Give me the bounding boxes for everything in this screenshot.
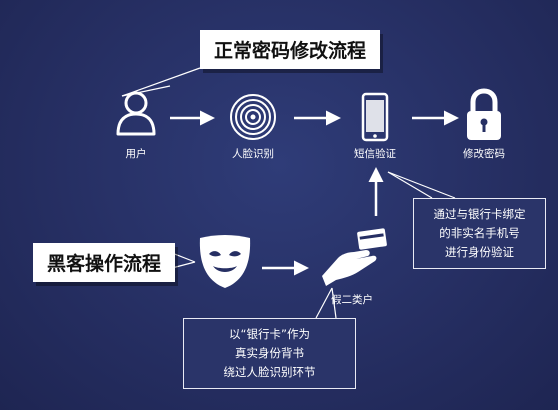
hacker-flow-title: 黑客操作流程 <box>33 243 176 282</box>
note-line: 以“银行卡”作为 <box>229 327 310 341</box>
note-bank-card-binding: 通过与银行卡绑定 的非实名手机号 进行身份验证 <box>413 198 546 269</box>
smartphone-icon <box>361 92 389 144</box>
node-label-face-recognition: 人脸识别 <box>232 148 274 160</box>
hand-card-icon <box>318 224 390 288</box>
node-label-change-password: 修改密码 <box>463 148 505 160</box>
fingerprint-icon <box>228 92 278 142</box>
node-label-sms-verification: 短信验证 <box>354 148 396 160</box>
normal-flow-title: 正常密码修改流程 <box>200 30 381 69</box>
note-line: 的非实名手机号 <box>439 226 520 240</box>
note-line: 进行身份验证 <box>445 245 514 259</box>
note-line: 通过与银行卡绑定 <box>433 207 526 221</box>
node-label-fake-user: 假二类户 <box>331 294 373 306</box>
note-pointer-bottom <box>315 287 337 319</box>
note-pointer-top <box>387 171 456 199</box>
note-bank-card-endorse: 以“银行卡”作为 真实身份背书 绕过人脸识别环节 <box>183 318 356 389</box>
padlock-icon <box>464 88 504 142</box>
mask-icon <box>196 232 254 290</box>
user-icon <box>110 86 162 138</box>
node-label-user: 用户 <box>125 148 147 160</box>
hacker-flow-pointer <box>171 252 196 269</box>
note-line: 绕过人脸识别环节 <box>223 365 316 379</box>
note-line: 真实身份背书 <box>235 346 304 360</box>
